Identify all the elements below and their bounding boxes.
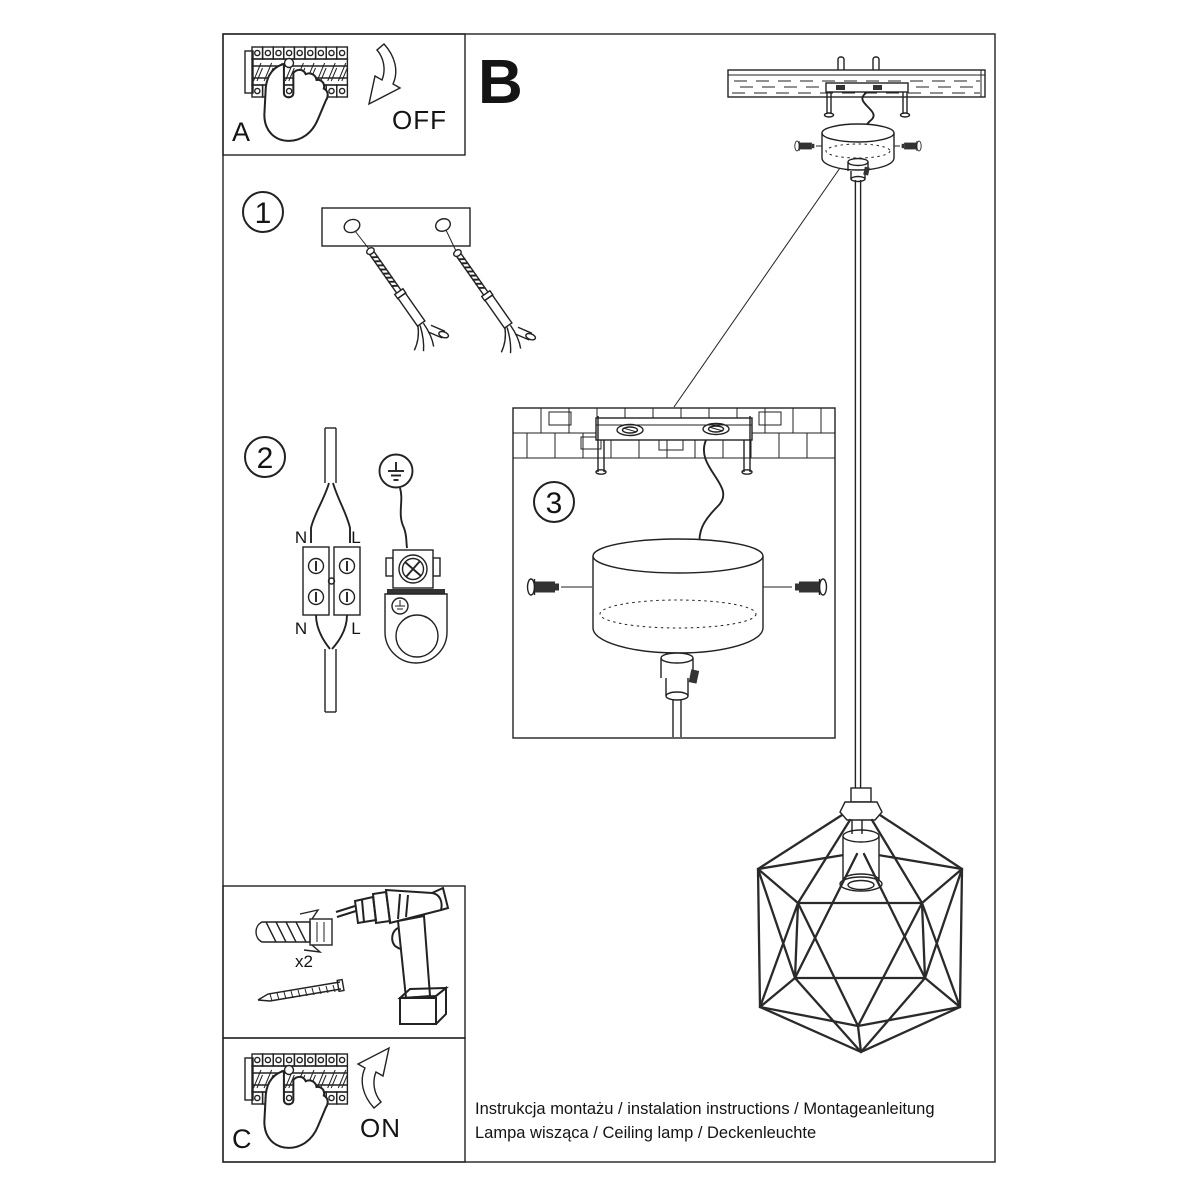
lamp-socket-icon: [839, 820, 883, 892]
step2-number: 2: [257, 442, 274, 475]
mounting-bracket-icon: [823, 82, 911, 118]
step1-badge: [242, 191, 284, 233]
footer-caption-1: Instrukcja montażu / instalation instruc…: [475, 1100, 935, 1118]
rod-coupler-icon: [850, 787, 872, 803]
canopy-detail: [592, 538, 764, 737]
canopy-screw-icon: [901, 140, 922, 152]
step2-badge: [244, 436, 286, 478]
supply-cable-icon: [310, 427, 351, 543]
footer-caption-2: Lampa wisząca / Ceiling lamp / Deckenleu…: [475, 1124, 816, 1142]
wall-plug-icon: [255, 908, 333, 953]
wire-label-l-top: L: [351, 528, 360, 547]
drill-icon: [335, 886, 450, 1025]
canopy-screw-icon: [794, 140, 815, 152]
ceiling-assembly: [727, 56, 986, 183]
earth-symbol-icon: [378, 453, 414, 489]
anchor-quantity-label: x2: [295, 952, 313, 971]
mounting-bar-icon: [321, 207, 471, 247]
step1: 1: [242, 191, 540, 362]
panel-c-box: [222, 1037, 466, 1163]
panel-a-label: A: [232, 117, 250, 147]
wire-label-n-bottom: N: [295, 619, 307, 638]
wall-anchor-icon: [350, 237, 453, 360]
step2: 2 N L N L: [244, 427, 448, 713]
sheet-border: [222, 33, 996, 1163]
canopy-wire-detail: [698, 439, 725, 548]
off-arrow-icon: [368, 43, 402, 106]
step3: 3: [512, 407, 836, 739]
lamp-cable-icon: [315, 614, 348, 713]
panel-b-label: B: [478, 48, 523, 117]
pendant-rod: [854, 180, 862, 790]
screw-icon: [257, 978, 345, 1002]
ground-clamp-icon: [384, 549, 448, 664]
wire-label-l-bottom: L: [351, 619, 360, 638]
grub-screw-icon: [688, 669, 700, 684]
off-label: OFF: [392, 105, 447, 135]
tools-panel: x2: [255, 886, 450, 1025]
wire-label-n-top: N: [295, 528, 307, 547]
panel-a: A OFF: [232, 43, 447, 147]
wall-anchor-icon: [437, 239, 540, 362]
pressing-hand-icon: [263, 1069, 329, 1149]
terminal-block-icon: [302, 546, 361, 616]
pressing-hand-icon: [263, 62, 329, 142]
step3-badge: [533, 481, 575, 523]
step3-number: 3: [546, 487, 563, 520]
on-arrow-icon: [356, 1046, 390, 1109]
mounting-bracket-detail: [595, 416, 753, 475]
cage-top-cap: [839, 801, 883, 821]
panel-c: C ON: [232, 1046, 401, 1154]
detail-leader-line: [673, 141, 859, 408]
canopy-icon: [821, 123, 895, 183]
on-label: ON: [360, 1113, 401, 1143]
cage-lampshade-icon: [756, 787, 964, 1054]
ground-wire: [399, 487, 408, 549]
step1-number: 1: [255, 197, 272, 230]
panel-a-box: [222, 33, 466, 156]
panel-c-label: C: [232, 1124, 252, 1154]
